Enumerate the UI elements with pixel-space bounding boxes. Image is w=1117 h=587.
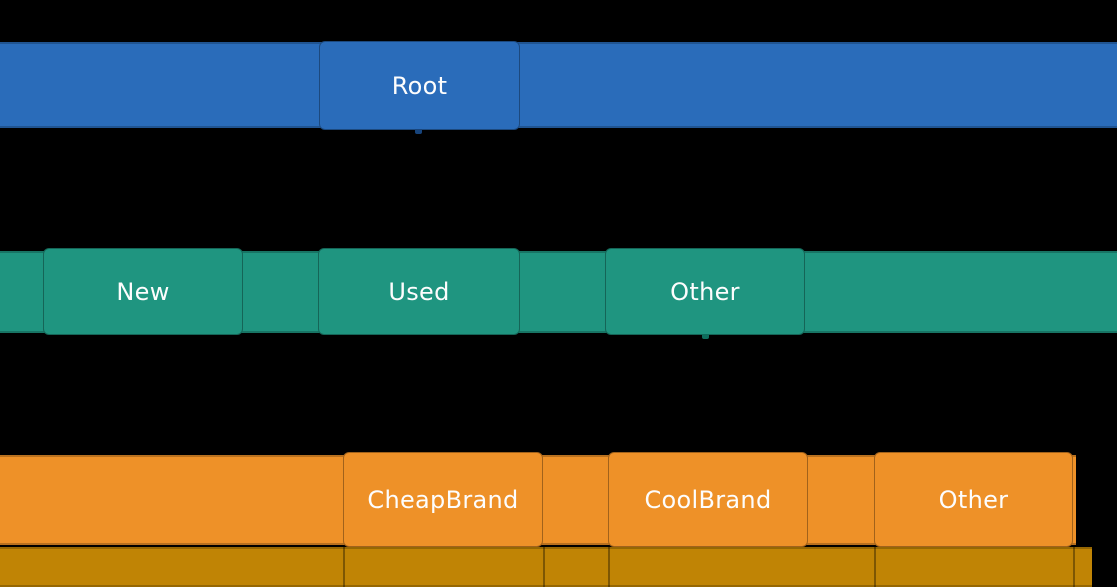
node-l2-other[interactable]: Other <box>874 452 1073 547</box>
band-seam <box>608 547 610 587</box>
node-label: CheapBrand <box>367 485 519 514</box>
node-l2-coolbrand[interactable]: CoolBrand <box>608 452 808 547</box>
band-seam <box>343 547 345 587</box>
node-l0-root[interactable]: Root <box>319 41 520 130</box>
level-0-root-band <box>0 42 1117 128</box>
node-l1-other[interactable]: Other <box>605 248 805 335</box>
node-label: Other <box>938 485 1009 514</box>
band-seam <box>874 547 876 587</box>
link-stub <box>415 129 422 134</box>
band-seam <box>1073 547 1075 587</box>
node-label: Used <box>388 277 450 306</box>
level-3-partial-band <box>0 547 1092 587</box>
node-label: New <box>116 277 170 306</box>
node-label: Root <box>391 71 448 100</box>
link-stub <box>702 334 709 339</box>
band-seam <box>543 547 545 587</box>
node-label: Other <box>670 277 740 306</box>
node-l1-used[interactable]: Used <box>318 248 520 335</box>
node-label: CoolBrand <box>644 485 772 514</box>
node-l2-cheapbrand[interactable]: CheapBrand <box>343 452 543 547</box>
node-l1-new[interactable]: New <box>43 248 243 335</box>
